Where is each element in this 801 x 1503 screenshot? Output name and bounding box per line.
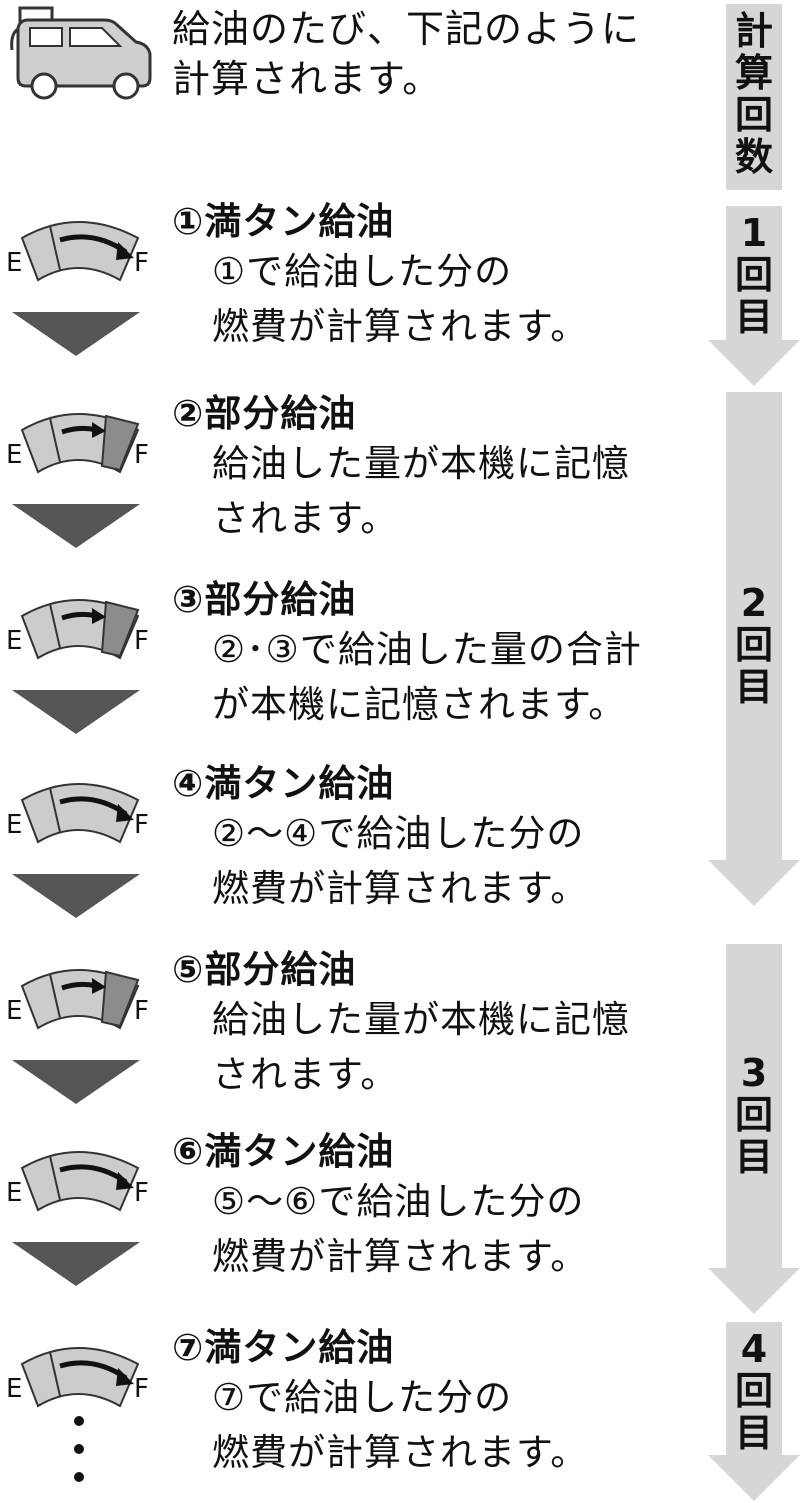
step-description: ②～④で給油した分の燃費が計算されます。 <box>212 806 588 916</box>
step-title: ⑤部分給油 <box>172 948 357 991</box>
gauge-empty-label: E <box>6 440 23 470</box>
count-kai: 回 <box>734 1369 773 1413</box>
count-label-2: 2 回 目 <box>726 582 782 708</box>
count-me: 目 <box>734 665 773 709</box>
continuation-dot <box>74 1416 84 1426</box>
calc-count-header: 計 算 回 数 <box>726 4 782 190</box>
fuel-gauge-icon <box>8 586 148 676</box>
intro-text: 給油のたび、下記のように 計算されます。 <box>172 4 692 104</box>
header-char: 計 <box>734 9 773 53</box>
gauge-full-label: F <box>134 810 149 840</box>
step-description-line: 給油した量が本機に記憶 <box>212 998 630 1041</box>
step-description-line: ②･③で給油した量の合計 <box>212 628 642 671</box>
continuation-dot <box>74 1444 84 1454</box>
step-title: ③部分給油 <box>172 578 357 621</box>
gauge-full-label: F <box>134 996 149 1026</box>
step-description: ①で給油した分の燃費が計算されます。 <box>212 244 588 354</box>
count-number: 4 <box>740 1327 768 1371</box>
count-arrow-4 <box>708 1455 800 1501</box>
step-description-line: ⑦で給油した分の <box>212 1376 513 1419</box>
step-title: ⑦満タン給油 <box>172 1326 395 1369</box>
fuel-gauge-icon <box>8 956 148 1046</box>
count-bar-1 <box>726 206 782 342</box>
next-step-arrow <box>12 1060 140 1110</box>
count-bar-2 <box>726 392 782 862</box>
gauge-full-label: F <box>134 626 149 656</box>
count-number: 3 <box>740 1051 768 1095</box>
step-description-line: 燃費が計算されます。 <box>212 1431 589 1474</box>
step-description-line: ⑤～⑥で給油した分の <box>212 1180 585 1223</box>
header-char: 算 <box>734 51 773 95</box>
next-step-arrow <box>12 504 140 554</box>
count-kai: 回 <box>734 623 773 667</box>
gauge-full-label: F <box>134 248 149 278</box>
step-description: 給油した量が本機に記憶されます。 <box>212 992 630 1102</box>
count-kai: 回 <box>734 1093 773 1137</box>
step-description-line: されます。 <box>212 1053 399 1096</box>
step-description-line: 給油した量が本機に記憶 <box>212 442 630 485</box>
step-description-line: されます。 <box>212 497 399 540</box>
car-refueling-icon <box>6 2 156 100</box>
count-me: 目 <box>734 1411 773 1455</box>
gauge-empty-label: E <box>6 1178 23 1208</box>
count-arrow-3 <box>708 1268 800 1314</box>
gauge-full-label: F <box>134 1374 149 1404</box>
count-label-3: 3 回 目 <box>726 1052 782 1178</box>
fuel-gauge-icon <box>8 770 148 860</box>
count-label-1: 1 回 目 <box>726 212 782 338</box>
gauge-empty-label: E <box>6 1374 23 1404</box>
next-step-arrow <box>12 312 140 362</box>
count-kai: 回 <box>734 253 773 297</box>
count-arrow-2 <box>708 860 800 906</box>
count-number: 2 <box>740 581 768 625</box>
step-description-line: ②～④で給油した分の <box>212 812 585 855</box>
continuation-dot <box>74 1472 84 1482</box>
step-description-line: が本機に記憶されます。 <box>212 683 627 726</box>
fuel-gauge-icon <box>8 400 148 490</box>
count-bar-3 <box>726 944 782 1270</box>
step-description: ②･③で給油した量の合計が本機に記憶されます。 <box>212 622 642 732</box>
step-title: ①満タン給油 <box>172 200 395 243</box>
gauge-empty-label: E <box>6 626 23 656</box>
fuel-gauge-icon <box>8 1334 148 1424</box>
step-description-line: 燃費が計算されます。 <box>212 305 589 348</box>
fuel-gauge-icon <box>8 208 148 298</box>
count-arrow-1 <box>708 340 800 386</box>
gauge-empty-label: E <box>6 248 23 278</box>
intro-line-1: 給油のたび、下記のように <box>172 7 641 51</box>
count-bar-4 <box>726 1322 782 1456</box>
gauge-full-label: F <box>134 1178 149 1208</box>
count-me: 目 <box>734 295 773 339</box>
header-char: 数 <box>734 135 773 179</box>
step-title: ⑥満タン給油 <box>172 1130 395 1173</box>
next-step-arrow <box>12 1242 140 1292</box>
step-description-line: 燃費が計算されます。 <box>212 1235 589 1278</box>
count-label-4: 4 回 目 <box>726 1328 782 1454</box>
step-description: ⑤～⑥で給油した分の燃費が計算されます。 <box>212 1174 588 1284</box>
step-description-line: ①で給油した分の <box>212 250 513 293</box>
step-description-line: 燃費が計算されます。 <box>212 867 589 910</box>
step-description: ⑦で給油した分の燃費が計算されます。 <box>212 1370 588 1480</box>
step-description: 給油した量が本機に記憶されます。 <box>212 436 630 546</box>
next-step-arrow <box>12 690 140 740</box>
gauge-empty-label: E <box>6 996 23 1026</box>
step-title: ②部分給油 <box>172 392 357 435</box>
step-title: ④満タン給油 <box>172 762 395 805</box>
count-me: 目 <box>734 1135 773 1179</box>
fuel-gauge-icon <box>8 1138 148 1228</box>
gauge-full-label: F <box>134 440 149 470</box>
gauge-empty-label: E <box>6 810 23 840</box>
count-number: 1 <box>740 211 768 255</box>
next-step-arrow <box>12 874 140 924</box>
header-char: 回 <box>734 93 773 137</box>
intro-line-2: 計算されます。 <box>172 57 442 101</box>
